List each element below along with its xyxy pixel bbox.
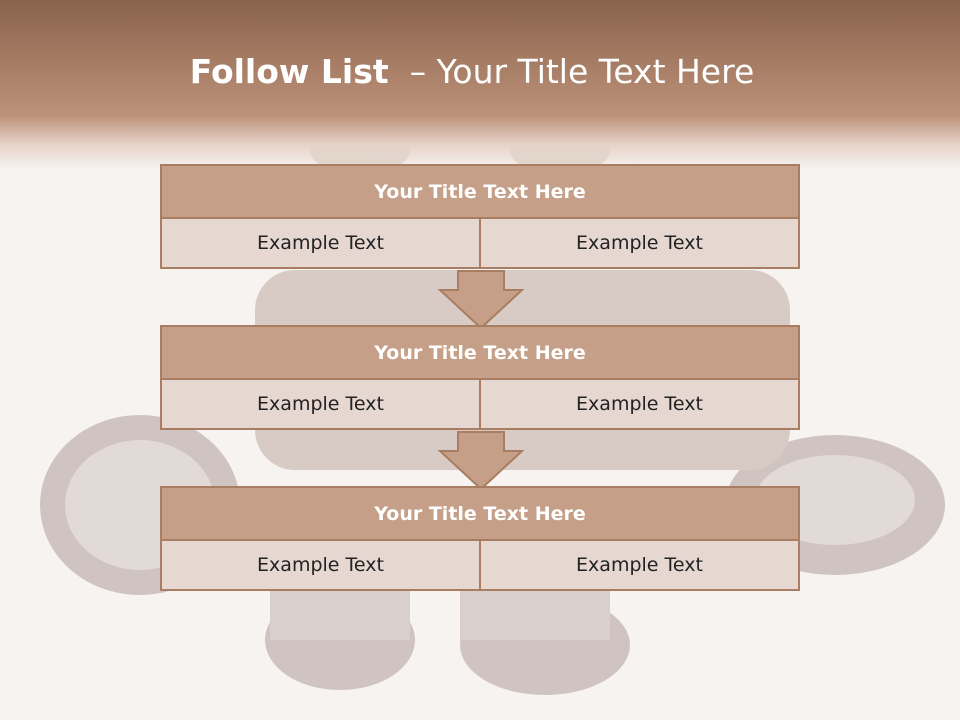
block-cell-left: Example Text bbox=[162, 380, 479, 428]
block-title: Your Title Text Here bbox=[160, 325, 800, 380]
block-title: Your Title Text Here bbox=[160, 164, 800, 219]
block-row: Example Text Example Text bbox=[160, 541, 800, 591]
block-cell-right: Example Text bbox=[479, 541, 798, 589]
slide-title-rest: – Your Title Text Here bbox=[409, 52, 755, 91]
block-cell-left: Example Text bbox=[162, 541, 479, 589]
block-row: Example Text Example Text bbox=[160, 380, 800, 430]
slide-title: Follow List – Your Title Text Here bbox=[0, 52, 944, 91]
list-block-2: Your Title Text Here Example Text Exampl… bbox=[160, 325, 800, 430]
block-cell-left: Example Text bbox=[162, 219, 479, 267]
block-cell-right: Example Text bbox=[479, 219, 798, 267]
header-band bbox=[0, 0, 960, 170]
down-arrow-icon bbox=[438, 270, 524, 330]
list-block-3: Your Title Text Here Example Text Exampl… bbox=[160, 486, 800, 591]
block-title: Your Title Text Here bbox=[160, 486, 800, 541]
block-row: Example Text Example Text bbox=[160, 219, 800, 269]
list-block-1: Your Title Text Here Example Text Exampl… bbox=[160, 164, 800, 269]
slide-title-bold: Follow List bbox=[189, 52, 389, 91]
down-arrow-icon bbox=[438, 431, 524, 491]
block-cell-right: Example Text bbox=[479, 380, 798, 428]
